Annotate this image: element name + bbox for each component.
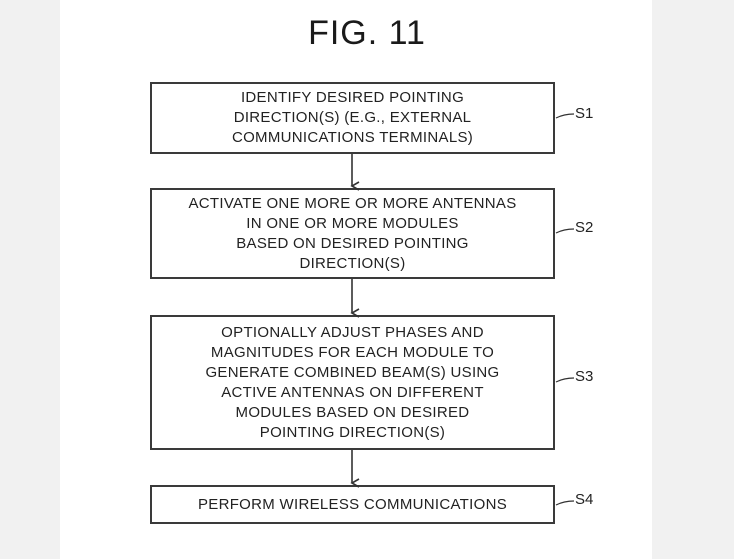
- step-label-s3: S3: [575, 368, 594, 385]
- step-box-s2: ACTIVATE ONE MORE OR MORE ANTENNAS IN ON…: [150, 188, 555, 279]
- step-box-s3: OPTIONALLY ADJUST PHASES AND MAGNITUDES …: [150, 315, 555, 450]
- step-text-s1: IDENTIFY DESIRED POINTING DIRECTION(S) (…: [231, 89, 474, 146]
- step-box-s1: IDENTIFY DESIRED POINTING DIRECTION(S) (…: [150, 82, 555, 154]
- step-text-s4: PERFORM WIRELESS COMMUNICATIONS: [197, 495, 508, 513]
- figure-title: FIG. 11: [308, 14, 426, 52]
- step-box-s4: PERFORM WIRELESS COMMUNICATIONS: [150, 485, 555, 524]
- step-label-s1: S1: [575, 105, 594, 122]
- step-label-s4: S4: [575, 491, 594, 508]
- step-text-s2: ACTIVATE ONE MORE OR MORE ANTENNAS IN ON…: [188, 194, 517, 272]
- step-label-s2: S2: [575, 219, 594, 236]
- step-text-s3: OPTIONALLY ADJUST PHASES AND MAGNITUDES …: [205, 323, 500, 441]
